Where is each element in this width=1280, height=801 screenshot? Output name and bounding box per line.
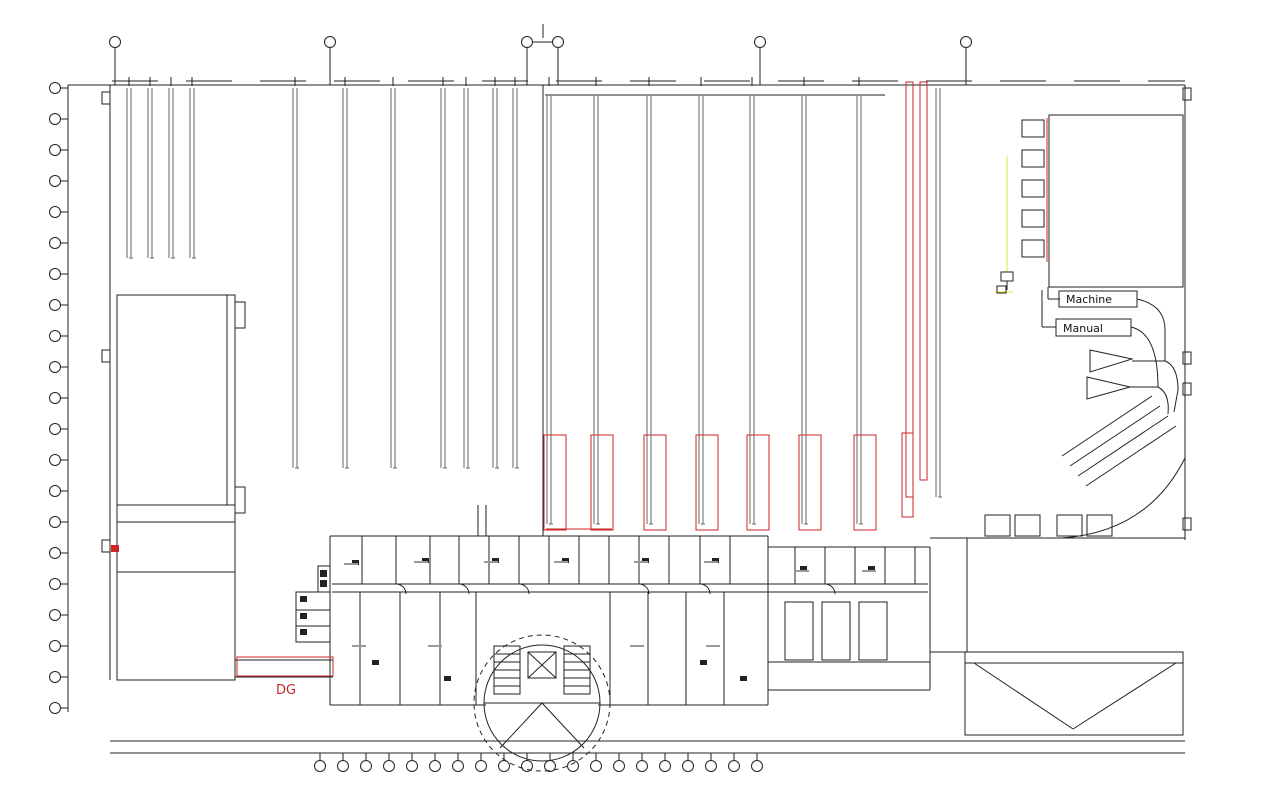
red-rack-highlight xyxy=(695,434,719,531)
machine-label: Machine xyxy=(1066,293,1112,306)
red-note-label: DG xyxy=(276,683,296,698)
grid-bubbles-left xyxy=(49,82,69,714)
red-rack-highlight xyxy=(853,434,877,531)
left-warehouse-block xyxy=(111,294,246,681)
red-rack-highlight xyxy=(643,434,667,531)
funnel-symbol xyxy=(1089,349,1134,373)
grid-bubbles-bottom xyxy=(314,753,763,772)
red-rack-highlight xyxy=(543,434,567,531)
red-wall-marker xyxy=(111,545,119,552)
racking-rows xyxy=(126,77,942,525)
red-rack-highlight xyxy=(590,434,614,531)
red-rack-highlight xyxy=(746,434,770,531)
grid-bubbles-top xyxy=(109,36,972,85)
funnel-symbol xyxy=(1086,376,1131,400)
manual-label: Manual xyxy=(1063,322,1103,335)
right-equipment-area: Machine Manual xyxy=(984,114,1184,537)
red-aisle-strip xyxy=(905,81,914,498)
red-corridor-highlight xyxy=(236,656,334,677)
red-aisle-strip xyxy=(919,81,928,481)
dock-area xyxy=(964,651,1184,736)
small-device-symbol xyxy=(1000,271,1014,282)
red-highlights: DG xyxy=(236,81,928,698)
rotunda xyxy=(473,634,611,772)
office-block xyxy=(235,505,968,706)
red-rack-highlight xyxy=(798,434,822,531)
large-machine-outline xyxy=(1048,114,1184,288)
red-rack-highlight xyxy=(901,432,914,518)
site-boundary xyxy=(68,24,1185,754)
